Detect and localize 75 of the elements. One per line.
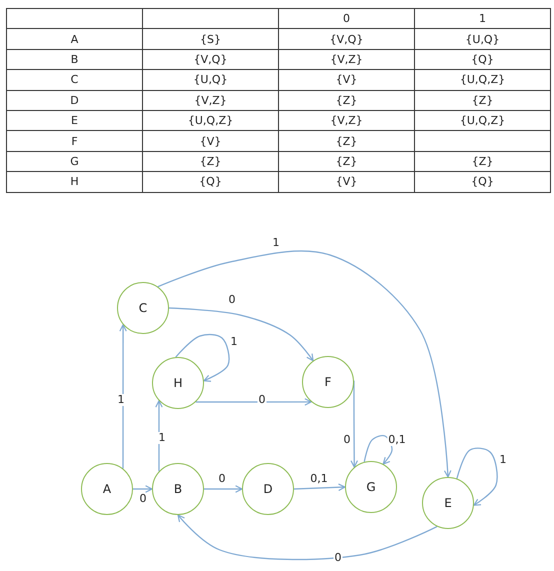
table-cell-text: {Z} [336,94,358,107]
edge-label: 0 [342,434,352,446]
table-cell-text: {Z} [336,154,358,168]
table-cell-text: {V,Z} [194,94,227,107]
table-cell-text: {Q} [199,175,222,188]
state-label: H [173,376,183,390]
transition-arrow [196,398,312,406]
edge-label: 0 [228,294,236,306]
edge-label: 0,1 [309,473,329,485]
table-cell-text: {U,Q} [465,32,500,46]
transition-arrow [204,485,243,493]
edge-label: 0,1 [387,434,407,446]
transition-arrow [155,400,163,472]
table-cell-text: 1 [479,12,486,26]
table-cell-text: A [70,32,78,46]
state-label: D [263,482,273,496]
edge-label: 1 [498,454,508,466]
table-cell-text: {V,Q} [194,52,228,66]
table-cell-text: {Z} [200,154,222,168]
table-cell-text: G [70,154,79,168]
table-cell-text: {Z} [472,94,494,107]
table-cell-text: {S} [200,32,221,46]
edge-label: 1 [116,394,126,406]
table-cell-text: {V} [200,134,222,148]
table-cell-text: F [71,134,78,148]
table-cell-text: D [70,94,79,107]
state-circle [81,463,133,515]
table-cell-text: C [70,73,78,86]
table-cell-text: {U,Q,Z} [460,73,506,86]
transition-arrow [177,514,438,560]
transition-arrow [350,380,358,468]
transition-arrow [294,484,346,491]
self-loop-arrow [456,448,498,506]
edge-label: 1 [158,432,166,444]
state-label: A [102,482,112,496]
table-cell-text: {U,Q,Z} [188,114,234,128]
self-loop-arrow [364,434,393,465]
table-cell-text: 0 [343,12,350,26]
table-cell-text: {Q} [471,175,494,188]
table-cell-text: {Q} [471,52,494,66]
edge-label: 1 [272,237,280,249]
transition-arrow [133,485,153,493]
edge-label: 0 [218,473,226,485]
table-cell-text: {V,Q} [330,32,364,46]
table-cell-text: B [70,52,78,66]
state-circle [422,477,474,529]
state-label: C [138,301,148,315]
transition-arrow [158,250,452,478]
edge-label: 0 [334,552,342,564]
edge-label: 0 [258,394,266,406]
table-cell-text: {V,Z} [330,114,363,128]
edge-label: 0 [138,493,148,505]
state-circle [117,282,169,334]
table-cell-text: {V} [336,73,358,86]
edge-label: 1 [230,336,238,348]
table-cell-text: {U,Q} [193,73,228,86]
table-cell-text: {V,Z} [330,52,363,66]
table-cell-text: H [70,175,79,188]
table-cell-text: {Z} [336,134,358,148]
state-label: G [366,480,376,494]
state-label: B [174,482,182,496]
state-label: F [324,375,332,389]
state-circle [345,461,397,513]
table-cell-text: E [71,114,78,128]
transition-arrow [168,307,314,362]
state-circle [152,357,204,409]
table-cell-text: {V} [336,175,358,188]
table-cell-text: {U,Q,Z} [460,114,506,128]
state-circle [152,463,204,515]
state-label: E [444,496,452,510]
transition-arrow [119,324,127,469]
table-cell-text: {Z} [472,154,494,168]
state-circle [242,463,294,515]
state-circle [302,356,354,408]
self-loop-arrow [175,334,230,382]
